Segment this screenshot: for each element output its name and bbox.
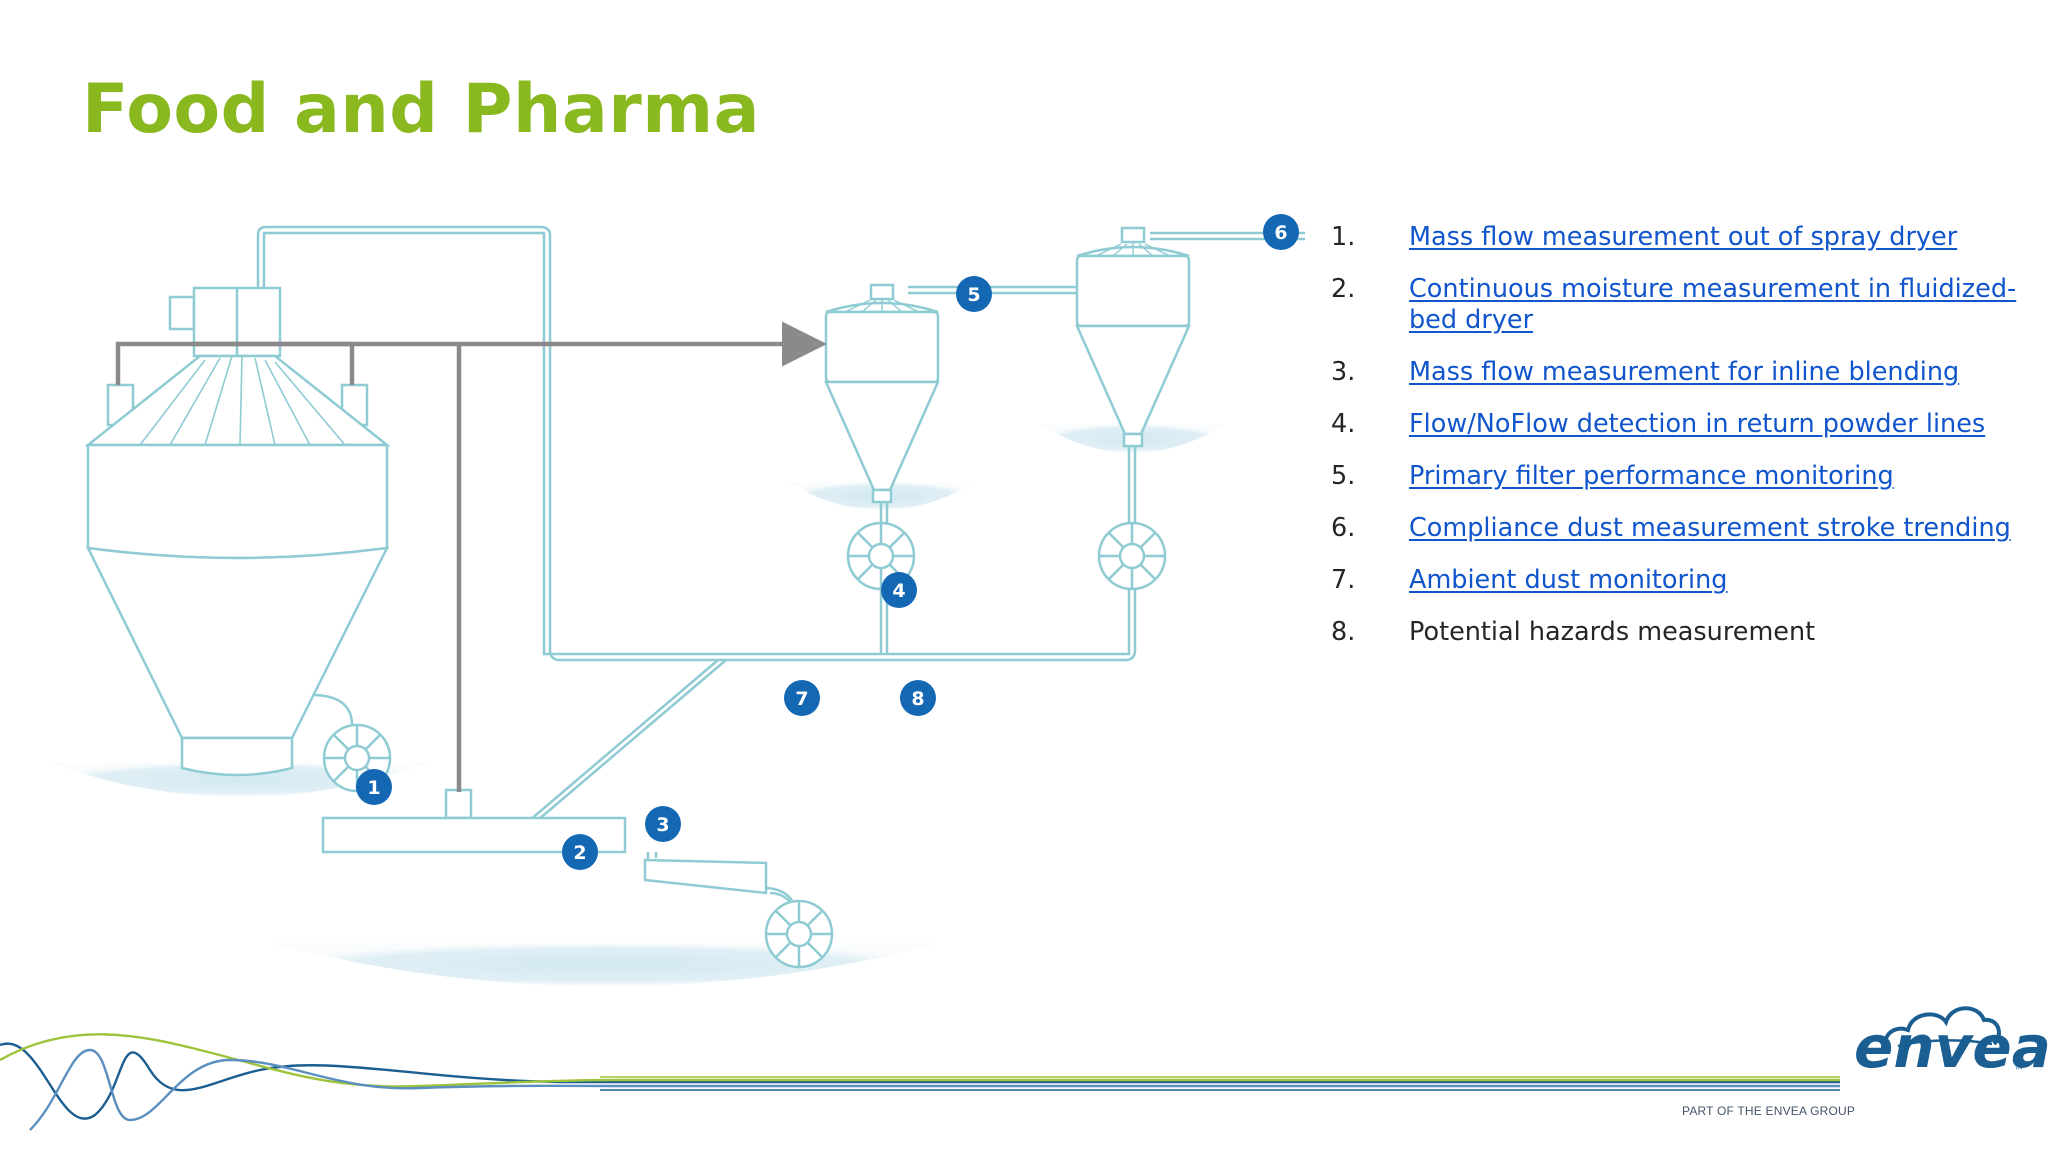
rotary-valve-cyclone-2 xyxy=(1097,521,1167,591)
cyclone-1-top xyxy=(869,283,895,301)
marker-3: 3 xyxy=(645,806,681,842)
measurement-legend: 1. Mass flow measurement out of spray dry… xyxy=(1331,222,2031,669)
legend-link-1[interactable]: Mass flow measurement out of spray dryer xyxy=(1409,222,1958,252)
cyclone-2-cone xyxy=(1075,324,1191,436)
legend-item-1: 1. Mass flow measurement out of spray dry… xyxy=(1331,222,2031,253)
legend-link-7[interactable]: Ambient dust monitoring xyxy=(1409,565,1728,595)
legend-link-3[interactable]: Mass flow measurement for inline blendin… xyxy=(1409,357,1960,387)
return-pipe-inner xyxy=(262,231,1131,656)
trademark-symbol: ™ xyxy=(2014,1066,2024,1077)
svg-text:3: 3 xyxy=(656,814,669,836)
legend-number: 5. xyxy=(1331,461,1356,491)
legend-item-2: 2. Continuous moisture measurement in flu… xyxy=(1331,274,2031,336)
svg-text:4: 4 xyxy=(892,580,905,602)
svg-text:2: 2 xyxy=(573,842,586,864)
dryer-bottom xyxy=(180,736,294,777)
marker-6: 6 xyxy=(1263,214,1299,250)
dryer-side-box xyxy=(168,295,196,331)
wave-line-2 xyxy=(0,1033,1840,1088)
wave-line-1 xyxy=(0,1042,1840,1120)
legend-number: 2. xyxy=(1331,274,1356,304)
legend-item-5: 5. Primary filter performance monitoring xyxy=(1331,461,2031,492)
marker-5: 5 xyxy=(956,276,992,312)
return-pipe-outer xyxy=(256,225,1137,662)
legend-number: 8. xyxy=(1331,617,1356,647)
legend-number: 1. xyxy=(1331,222,1356,252)
rotary-valve-blender xyxy=(764,899,834,969)
footer-waves xyxy=(0,1033,1840,1131)
legend-link-4[interactable]: Flow/NoFlow detection in return powder l… xyxy=(1409,409,1986,439)
fluid-bed-dryer xyxy=(321,788,768,895)
svg-text:8: 8 xyxy=(911,688,924,710)
pipes xyxy=(256,225,1305,905)
cyclone-1-body xyxy=(824,310,940,384)
marker-7: 7 xyxy=(784,680,820,716)
legend-text-8: Potential hazards measurement xyxy=(1409,617,1816,647)
cyclone-2 xyxy=(1075,226,1191,448)
blender-shadow xyxy=(270,943,940,987)
air-pipes xyxy=(115,321,827,792)
marker-4: 4 xyxy=(881,572,917,608)
cyclone-2-body xyxy=(1075,254,1191,328)
svg-text:6: 6 xyxy=(1274,222,1287,244)
wave-line-3 xyxy=(29,1048,1840,1131)
legend-link-2[interactable]: Continuous moisture measurement in fluid… xyxy=(1409,274,2017,335)
marker-1: 1 xyxy=(356,769,392,805)
marker-8: 8 xyxy=(900,680,936,716)
cloud-icon xyxy=(1883,1006,2001,1054)
legend-item-7: 7. Ambient dust monitoring xyxy=(1331,565,2031,596)
pipe-cyclone-link xyxy=(908,285,1076,295)
legend-number: 7. xyxy=(1331,565,1356,595)
legend-number: 4. xyxy=(1331,409,1356,439)
envea-logo: envea xyxy=(1854,1013,2048,1081)
slide-title: Food and Pharma xyxy=(82,70,761,149)
logo-tagline: PART OF THE ENVEA GROUP xyxy=(1682,1104,1856,1118)
dryer-cone xyxy=(85,546,390,740)
bed-dryer-inlet xyxy=(444,788,473,820)
legend-link-6[interactable]: Compliance dust measurement stroke trend… xyxy=(1409,513,2011,543)
cyclone-2-top xyxy=(1120,226,1146,244)
markers: 1 2 3 4 5 6 7 8 xyxy=(356,214,1299,870)
legend-item-4: 4. Flow/NoFlow detection in return powder… xyxy=(1331,409,2031,440)
marker-2: 2 xyxy=(562,834,598,870)
dryer-body xyxy=(86,443,389,560)
diagonal-pipe xyxy=(529,659,727,821)
legend-item-6: 6. Compliance dust measurement stroke tre… xyxy=(1331,513,2031,544)
legend-item-8: 8. Potential hazards measurement xyxy=(1331,617,2031,648)
legend-link-5[interactable]: Primary filter performance monitoring xyxy=(1409,461,1894,491)
cyclone-1-cone xyxy=(824,380,940,492)
inline-blender xyxy=(643,858,768,895)
svg-text:5: 5 xyxy=(967,284,980,306)
legend-item-3: 3. Mass flow measurement for inline blend… xyxy=(1331,357,2031,388)
svg-text:1: 1 xyxy=(367,777,380,799)
legend-number: 3. xyxy=(1331,357,1356,387)
cyclone-1 xyxy=(824,283,940,504)
legend-number: 6. xyxy=(1331,513,1356,543)
svg-text:7: 7 xyxy=(795,688,808,710)
